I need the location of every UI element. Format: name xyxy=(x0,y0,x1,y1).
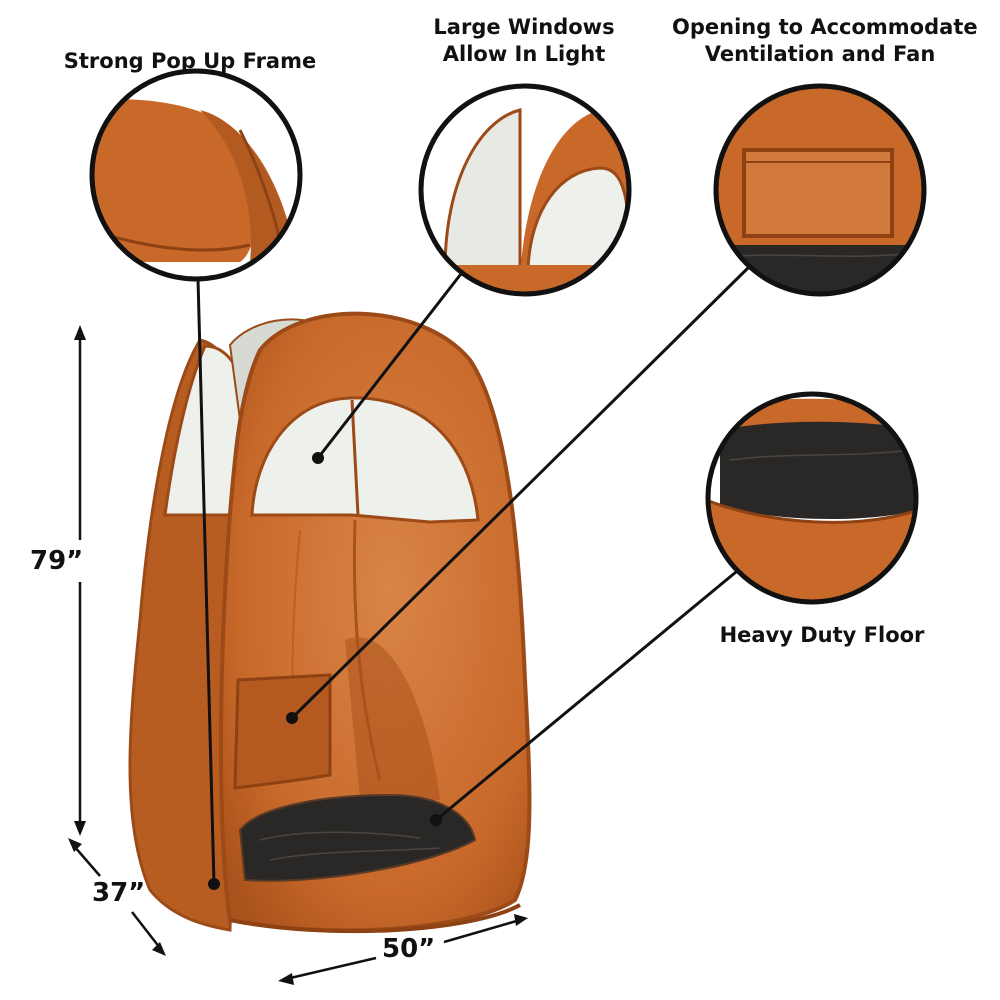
callout-floor-line-1: Heavy Duty Floor xyxy=(719,623,925,647)
detail-circle-frame xyxy=(89,68,303,282)
leader-lines xyxy=(196,262,754,885)
callout-windows-line-1: Large Windows xyxy=(433,15,615,39)
callout-label-windows: Large Windows Allow In Light xyxy=(404,14,644,69)
detail-circle-windows xyxy=(418,83,632,297)
dimension-height: 79” xyxy=(30,546,84,576)
callout-windows-line-2: Allow In Light xyxy=(442,42,606,67)
detail-circle-ventilation xyxy=(713,83,927,297)
detail-circle-floor xyxy=(705,391,919,605)
callout-frame-line-1: Strong Pop Up Frame xyxy=(63,49,317,73)
callout-label-ventilation: Opening to Accommodate Ventilation and F… xyxy=(672,14,978,69)
callout-label-frame: Strong Pop Up Frame xyxy=(60,48,320,75)
leader-dots xyxy=(208,452,442,890)
callout-ventilation-line-2: Ventilation and Fan xyxy=(704,42,936,67)
dimension-width: 50” xyxy=(382,934,436,964)
callout-ventilation-line-1: Opening to Accommodate xyxy=(672,15,978,39)
tent-body xyxy=(128,311,532,934)
dimension-arrows xyxy=(68,325,528,985)
dimension-depth: 37” xyxy=(92,878,146,908)
callout-label-floor: Heavy Duty Floor xyxy=(712,622,932,649)
